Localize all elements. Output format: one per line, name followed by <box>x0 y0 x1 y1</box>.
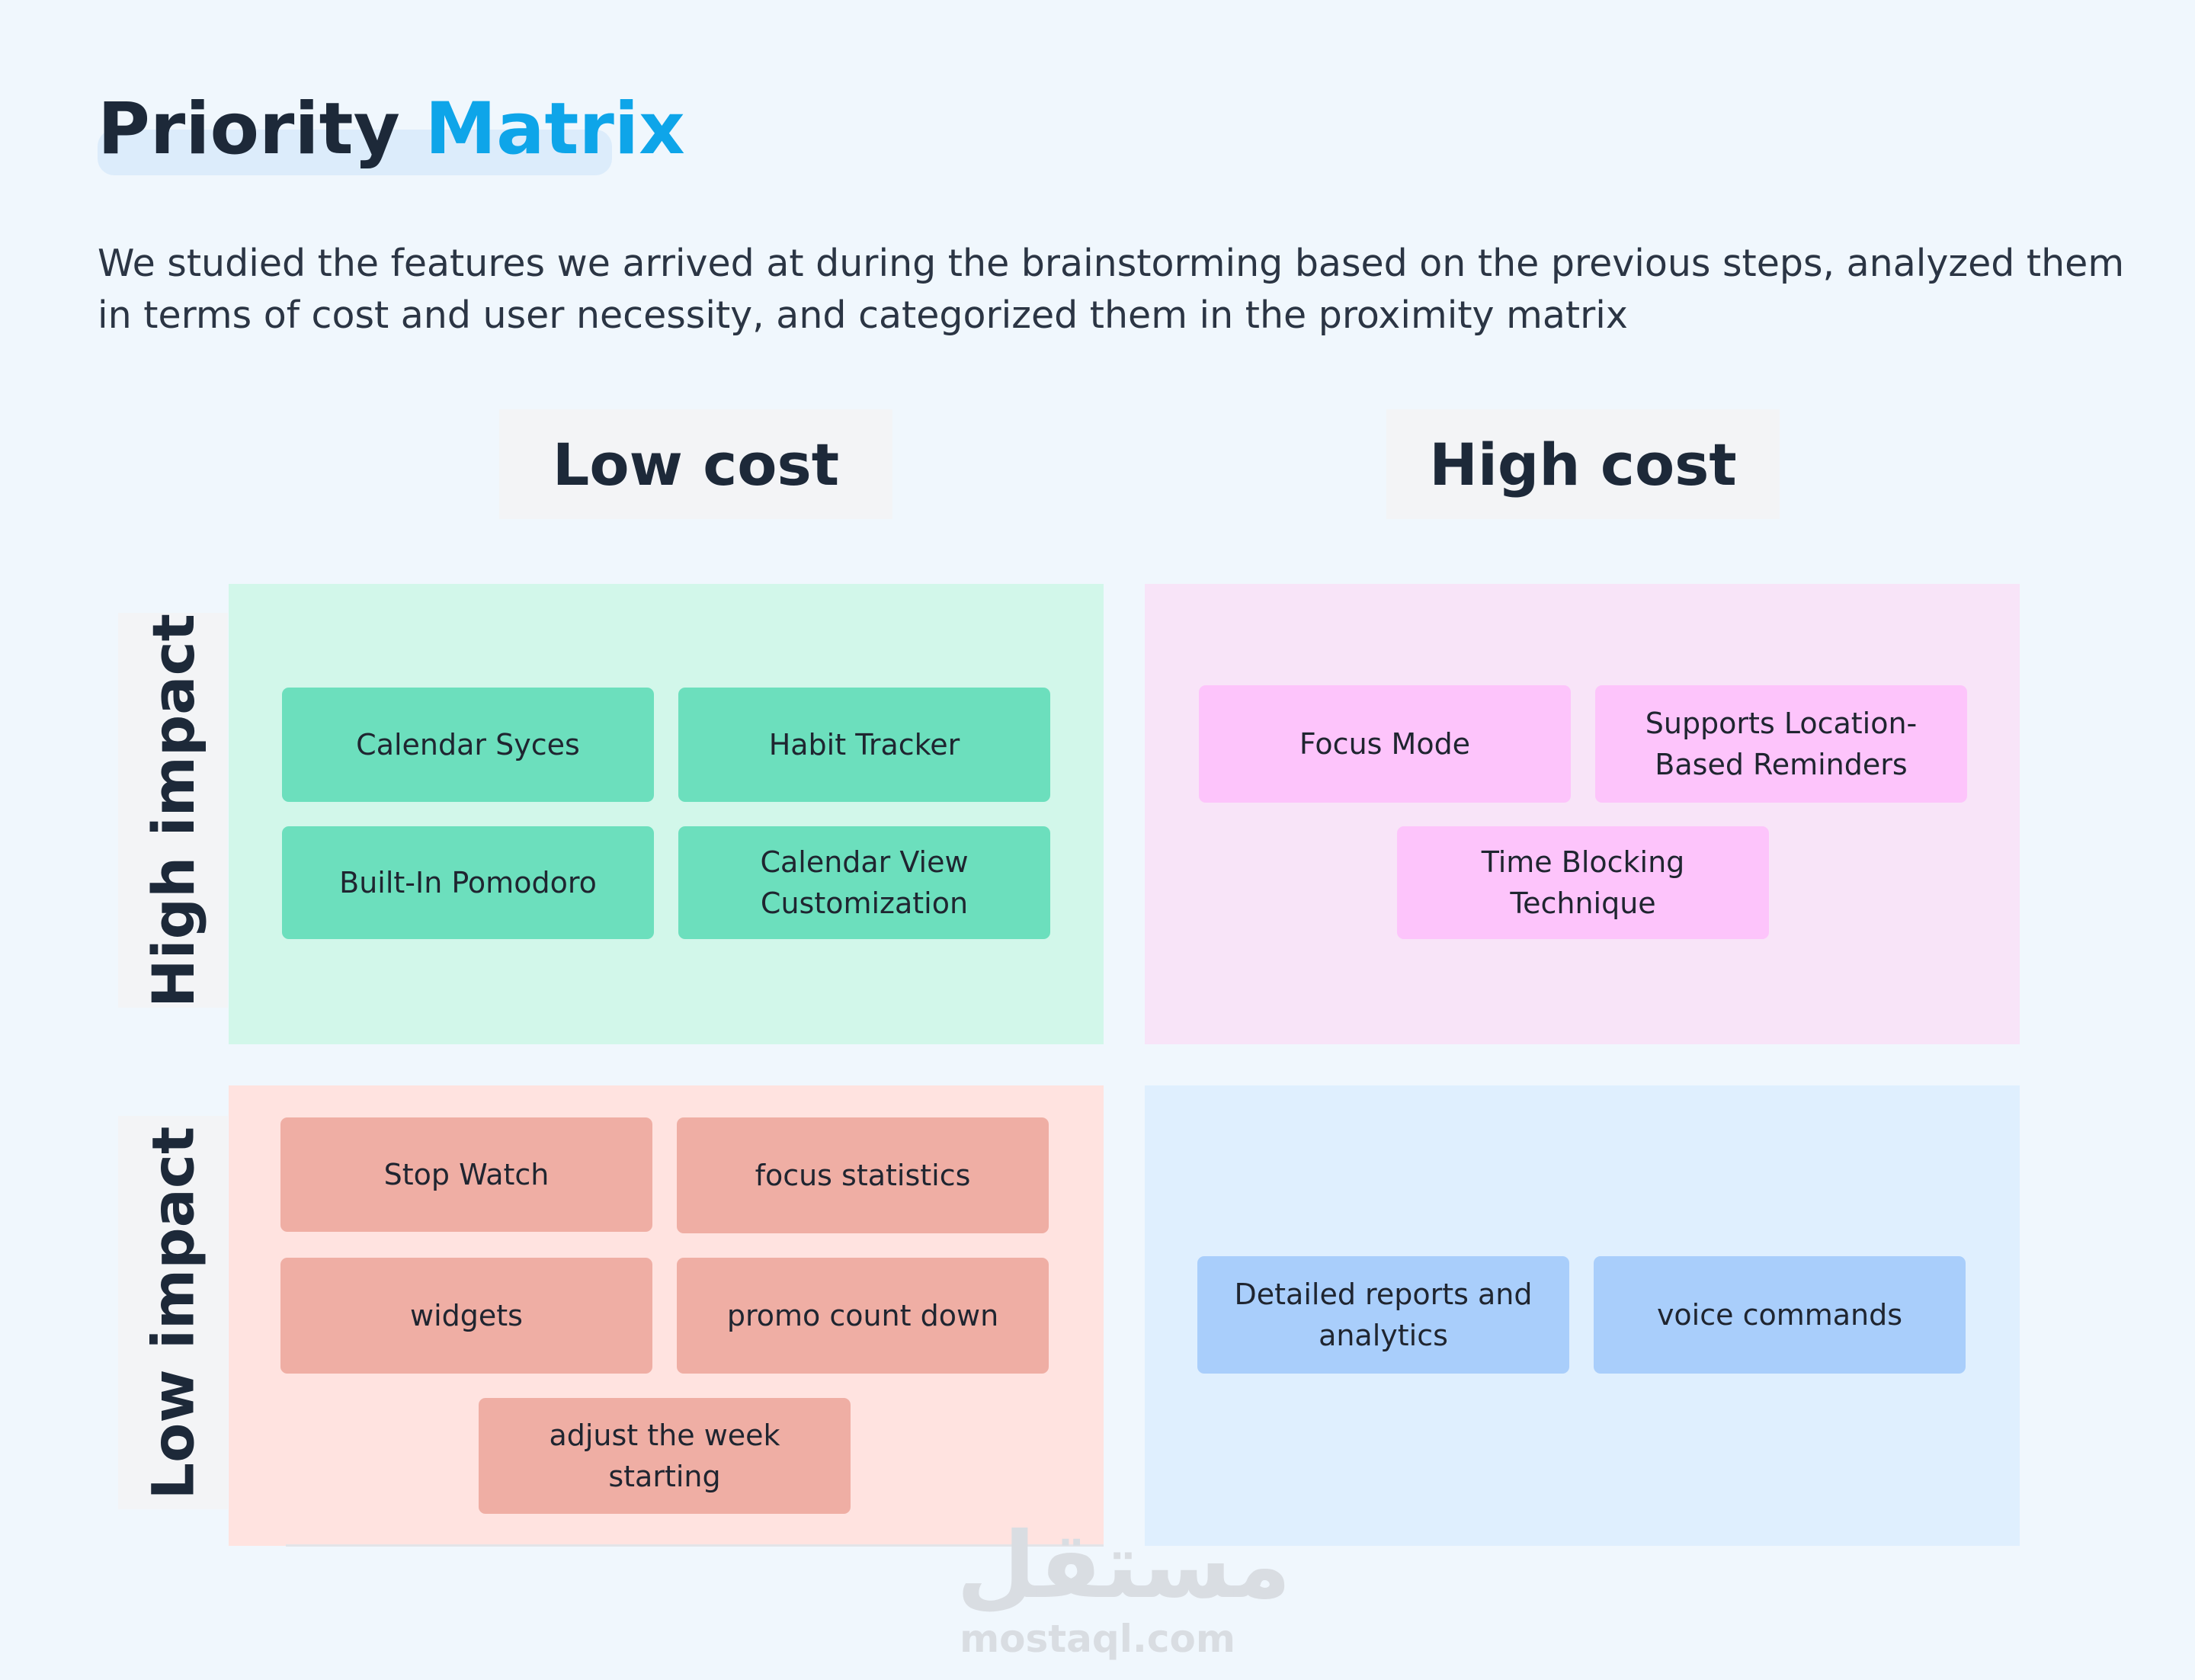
feature-card: promo count down <box>677 1258 1049 1374</box>
page-title-block: Priority Matrix <box>98 84 685 175</box>
feature-card: Calendar View Customization <box>678 826 1050 939</box>
feature-card: Habit Tracker <box>678 688 1050 802</box>
row-header-low-impact: Low impact <box>118 1116 228 1509</box>
quadrant-low-impact-high-cost: Detailed reports and analytics voice com… <box>1145 1085 2020 1546</box>
feature-card: voice commands <box>1594 1256 1966 1374</box>
feature-card: adjust the week starting <box>479 1398 851 1514</box>
feature-card: Stop Watch <box>280 1117 652 1232</box>
divider-line <box>286 1544 1104 1547</box>
column-header-low-cost: Low cost <box>499 409 892 519</box>
feature-card: Supports Location-Based Reminders <box>1595 685 1967 803</box>
quadrant-high-impact-low-cost: Calendar Syces Habit Tracker Built-In Po… <box>229 584 1104 1044</box>
title-highlight <box>98 130 612 175</box>
title-accent: Matrix <box>425 88 685 171</box>
watermark-latin: mostaql.com <box>960 1617 1235 1661</box>
watermark-arabic: مستقل <box>957 1513 1291 1619</box>
feature-card: Built-In Pomodoro <box>282 826 654 939</box>
feature-card: widgets <box>280 1258 652 1374</box>
watermark-logo: مستقل mostaql.com <box>957 1513 1291 1662</box>
row-header-high-impact: High impact <box>118 613 228 1008</box>
feature-card: Time Blocking Technique <box>1397 826 1769 939</box>
column-header-high-cost: High cost <box>1386 409 1780 519</box>
title-main: Priority <box>98 88 400 171</box>
row-header-high-impact-label: High impact <box>139 613 207 1008</box>
feature-card: Detailed reports and analytics <box>1197 1256 1569 1374</box>
quadrant-high-impact-high-cost: Focus Mode Supports Location-Based Remin… <box>1145 584 2020 1044</box>
page-title: Priority Matrix <box>98 84 685 175</box>
page-description: We studied the features we arrived at du… <box>98 242 2125 337</box>
quadrant-low-impact-low-cost: Stop Watch focus statistics widgets prom… <box>229 1085 1104 1546</box>
feature-card: Focus Mode <box>1199 685 1571 803</box>
feature-card: focus statistics <box>677 1117 1049 1233</box>
row-header-low-impact-label: Low impact <box>139 1126 207 1499</box>
feature-card: Calendar Syces <box>282 688 654 802</box>
